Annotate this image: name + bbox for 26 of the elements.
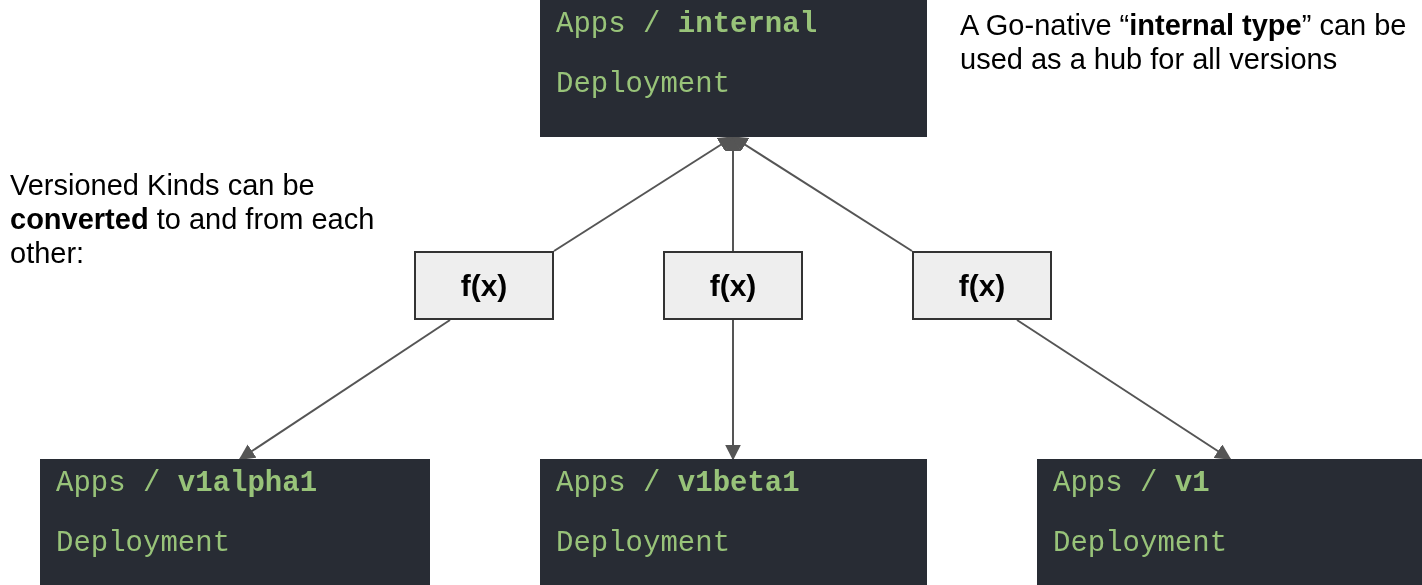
api-group-version: Apps / v1beta1 <box>556 469 801 499</box>
arrow <box>238 319 451 460</box>
annotation-text: A Go-native “internal type” can be used as a hub for all versions <box>960 8 1408 76</box>
function-label: f(x) <box>709 268 757 303</box>
arrow <box>1016 319 1232 460</box>
code-panel <box>40 459 430 585</box>
arrow <box>725 319 741 461</box>
api-group-version: Apps / v1 <box>1053 469 1211 499</box>
annotation-text: Versioned Kinds can be converted to and from each other: <box>10 168 376 270</box>
code-panel <box>540 0 927 137</box>
api-group-version: Apps / v1alpha1 <box>56 469 319 499</box>
api-group-version: Apps / internal <box>556 10 819 40</box>
function-label: f(x) <box>958 268 1006 303</box>
arrow <box>725 135 741 252</box>
arrow <box>553 136 735 252</box>
code-panel <box>1037 459 1422 585</box>
function-box <box>912 251 1052 320</box>
kind-name: Deployment <box>556 529 732 559</box>
arrow <box>731 136 913 252</box>
function-box <box>663 251 803 320</box>
function-box <box>414 251 554 320</box>
kind-name: Deployment <box>556 70 732 100</box>
kind-name: Deployment <box>56 529 232 559</box>
kind-name: Deployment <box>1053 529 1229 559</box>
function-label: f(x) <box>460 268 508 303</box>
code-panel <box>540 459 927 585</box>
